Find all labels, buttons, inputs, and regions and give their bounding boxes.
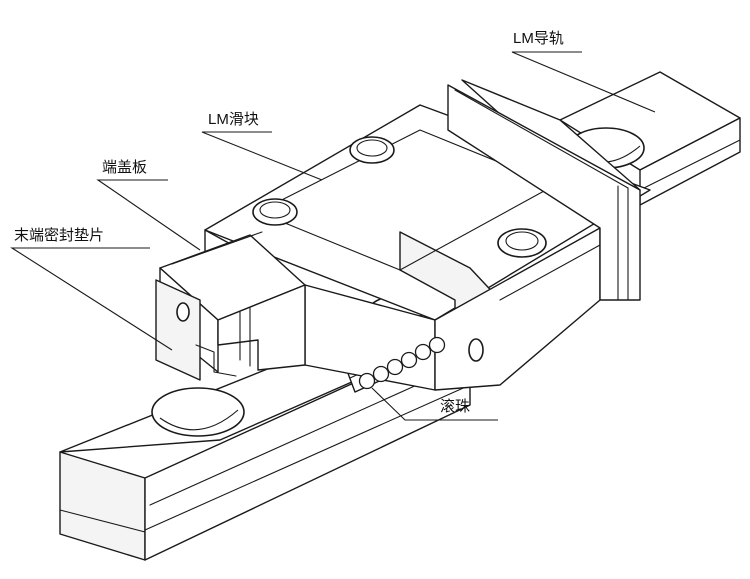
end-seal-hole [176, 302, 190, 322]
label-balls: 滚珠 [440, 398, 470, 415]
ball-4 [400, 351, 418, 369]
label-end-plate: 端盖板 [102, 158, 147, 176]
leader-end-seal [10, 247, 173, 351]
lm-block [204, 79, 651, 391]
rail-mount-hole-front [151, 387, 245, 437]
leader-end-plate [96, 179, 201, 251]
leader-block [201, 131, 323, 181]
label-lm-rail: LM导轨 [513, 30, 564, 47]
ball-2 [372, 365, 390, 383]
ball-1 [358, 372, 376, 390]
ball-6 [428, 336, 446, 354]
leader-rail [511, 51, 656, 113]
block-mount-hole-3 [497, 228, 547, 258]
label-lm-block: LM滑块 [208, 111, 259, 128]
block-mount-hole-2 [252, 198, 298, 226]
block-side-hole [468, 338, 484, 362]
end-seal [155, 279, 237, 381]
block-mount-hole-1 [349, 136, 395, 164]
leader-balls [371, 387, 498, 421]
leader-lines [10, 51, 656, 421]
rail-end-face [59, 451, 146, 561]
ball-5 [414, 343, 432, 361]
ball-3 [386, 358, 404, 376]
ball-row [358, 336, 446, 390]
label-end-seal: 末端密封垫片 [14, 227, 104, 244]
